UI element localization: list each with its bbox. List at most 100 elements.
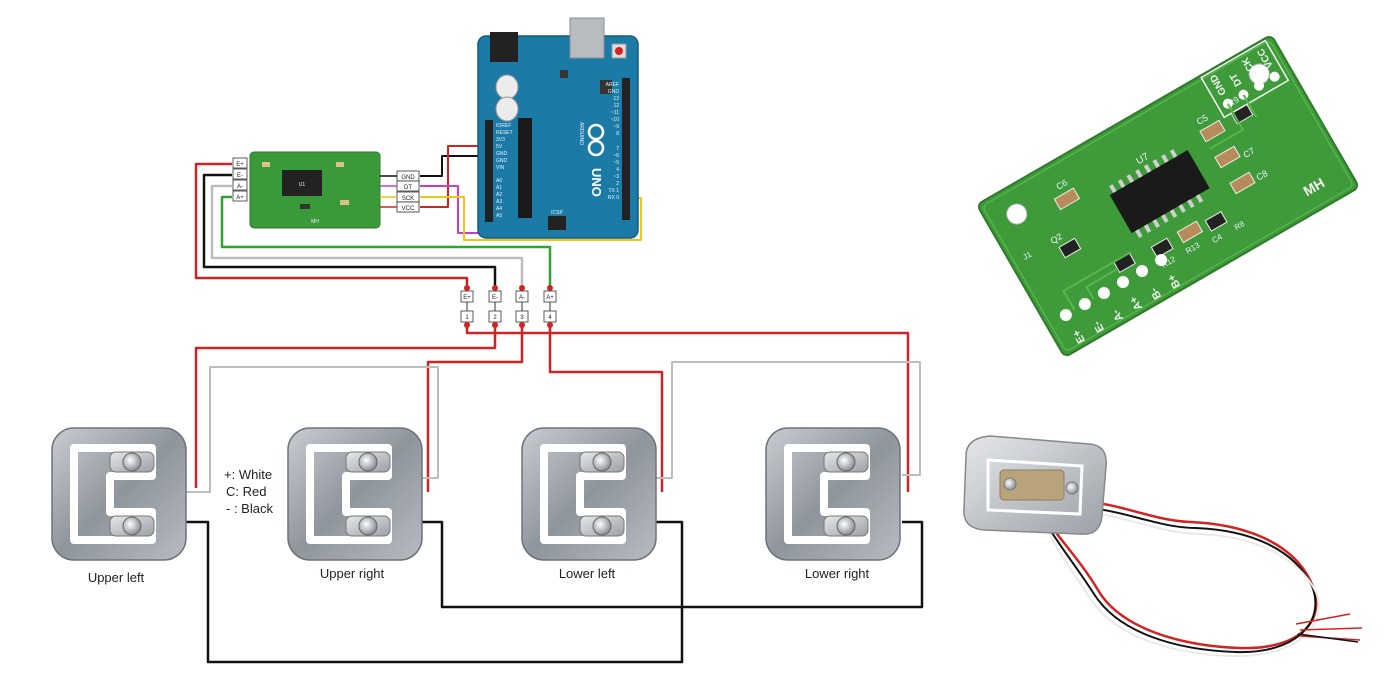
- usb-port: [569, 17, 605, 59]
- hdr-reset: RESET: [496, 130, 513, 136]
- connector-pin-3-label: A-: [519, 295, 525, 301]
- hdr-vin: VIN: [496, 165, 505, 171]
- wire-black-ul-ll: [186, 520, 684, 664]
- load-cell-label-upper-left: Upper left: [88, 570, 145, 585]
- connector-pin-1-label: E+: [463, 295, 471, 301]
- wire-white-ul-ur: [186, 366, 439, 493]
- icsp-label: ICSP: [551, 210, 563, 216]
- wire-red-e-plus-upper-left: [465, 324, 910, 492]
- capacitor-2: [495, 96, 519, 122]
- hdr-rx: RX 0: [608, 195, 619, 201]
- hdr-a1: A1: [496, 185, 502, 191]
- load-cell-photo: [963, 435, 1363, 658]
- wire-a-minus-white: [210, 184, 524, 290]
- load-cell-label-lower-right: Lower right: [805, 566, 870, 581]
- reset-button[interactable]: [615, 47, 623, 55]
- pcb-label-c7: C7: [1241, 146, 1256, 160]
- hdr-d11: ~11: [611, 110, 619, 116]
- connector-pin-3-number: 3: [520, 315, 524, 321]
- connector-block: E+ 1 E- 2 A- 3 A+: [460, 285, 557, 328]
- connector-pin-4: A+ 4: [543, 285, 557, 328]
- hdr-a4: A4: [496, 206, 502, 212]
- wire-red-pin2: [194, 324, 497, 488]
- wire-gnd-black: [420, 155, 484, 177]
- legend-white: +: White: [224, 467, 272, 482]
- hx711-module: U1 MH E+ E- A- A+ GND DT SCK VCC: [232, 151, 420, 229]
- load-cells: Upper left Upper right Lower left: [51, 427, 901, 585]
- hdr-3v3: 3V3: [496, 137, 505, 143]
- pcb-pin-b-minus: B-: [1148, 285, 1164, 301]
- screw-icon: [836, 516, 856, 536]
- screw-icon: [358, 452, 378, 472]
- hx711-pin-a-plus: A+: [236, 195, 244, 201]
- arduino-brand-text: ARDUINO: [578, 122, 584, 145]
- load-cell-label-upper-right: Upper right: [320, 566, 385, 581]
- hx711-pin-e-minus: E-: [237, 173, 243, 179]
- pcb-label-c6: C6: [1054, 177, 1069, 191]
- screw-icon: [122, 516, 142, 536]
- legend-red: C: Red: [226, 484, 266, 499]
- load-cell-lower-left: [521, 427, 657, 561]
- load-cell-upper-left: [51, 427, 187, 561]
- hx711-pcb-photo: C6 U7 Q2 R9 C5 C7 C8 R12 R13 C4 R8 J1 GN…: [977, 35, 1359, 357]
- hdr-d12: 12: [613, 103, 619, 109]
- wire-a-plus-green: [220, 195, 552, 290]
- connector-pin-2-number: 2: [493, 315, 497, 321]
- hdr-ioref: IOREF: [496, 123, 511, 129]
- hdr-d3: ~3: [613, 174, 619, 180]
- digital-header: [622, 78, 630, 220]
- hdr-gnd-1: GND: [496, 151, 508, 157]
- load-cell-lower-right: [765, 427, 901, 561]
- pcb-pin-a-minus: A-: [1110, 307, 1126, 323]
- screw-icon: [1003, 477, 1017, 491]
- wire-photo-black: [1043, 506, 1317, 654]
- screw-icon: [836, 452, 856, 472]
- capacitor-1: [495, 74, 519, 100]
- arduino-power-labels: IOREF RESET 3V3 5V GND GND VIN A0 A1 A2 …: [496, 123, 513, 219]
- connector-pin-2-label: E-: [492, 295, 498, 301]
- wire-red-pin3: [426, 324, 524, 492]
- hx711-pin-gnd: GND: [401, 175, 415, 181]
- hdr-d6: ~6: [613, 153, 619, 159]
- load-cell-upper-right: [287, 427, 423, 561]
- wire-white-ll-lr: [656, 361, 921, 479]
- mounting-hole: [1248, 63, 1270, 85]
- arduino-logo: [587, 123, 605, 157]
- hdr-d10: ~10: [611, 117, 620, 123]
- wire-vcc-red: [420, 145, 484, 208]
- hdr-d2: 2: [616, 181, 619, 187]
- hdr-gnd-3: GND: [608, 89, 620, 95]
- wire-e-plus-red: [194, 162, 469, 290]
- connector-pin-3: A- 3: [515, 285, 529, 328]
- pcb-chip: [1109, 150, 1210, 234]
- pcb-label-c5: C5: [1195, 112, 1210, 126]
- screw-icon: [122, 452, 142, 472]
- hx711-pin-dt: DT: [404, 185, 412, 191]
- hdr-d9: ~9: [613, 124, 619, 130]
- hx711-pin-sck: SCK: [402, 196, 414, 202]
- power-jack: [490, 32, 518, 62]
- wire-e-minus-black: [202, 173, 497, 290]
- hx711-board-label: MH: [311, 219, 319, 225]
- screw-icon: [1065, 481, 1079, 495]
- hx711-pin-vcc: VCC: [402, 206, 415, 212]
- load-cell-label-lower-left: Lower left: [559, 566, 616, 581]
- pcb-pin-e-plus: E+: [1071, 327, 1088, 345]
- hdr-d5: ~5: [613, 160, 619, 166]
- connector-pin-4-number: 4: [548, 315, 552, 321]
- power-header: [485, 120, 493, 222]
- hdr-5v: 5V: [496, 144, 503, 150]
- pcb-label-c8: C8: [1254, 168, 1269, 182]
- connector-pin-1-number: 1: [465, 315, 469, 321]
- legend-black: - : Black: [226, 501, 273, 516]
- hx711-input-pins: E+ E- A- A+: [232, 157, 248, 202]
- screw-icon: [358, 516, 378, 536]
- screw-icon: [592, 452, 612, 472]
- arduino-uno-board: ICSP ARDUINO UNO IOREF RESET 3V3 5V GND …: [477, 17, 639, 239]
- hdr-gnd-2: GND: [496, 158, 508, 164]
- hdr-d8: 8: [616, 131, 619, 137]
- mounting-hole: [1006, 203, 1028, 225]
- hdr-a0: A0: [496, 178, 502, 184]
- wire-photo-white: [1045, 510, 1320, 658]
